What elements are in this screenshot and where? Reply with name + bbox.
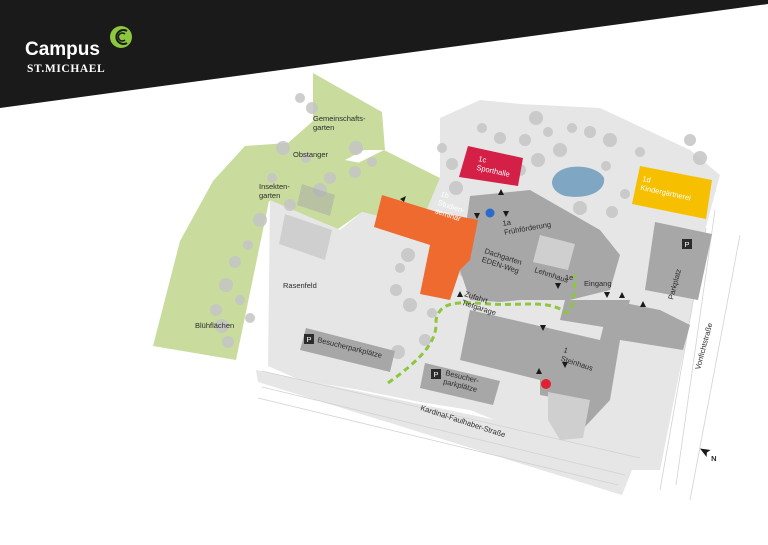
tree-icon (606, 206, 618, 218)
besucherparkplaetze-strip-1 (300, 328, 395, 372)
header-banner (0, 0, 768, 108)
north-arrow-icon: N (699, 448, 717, 463)
tree-icon (295, 93, 305, 103)
tree-icon (229, 256, 241, 268)
tree-icon (367, 157, 377, 167)
tree-icon (349, 141, 363, 155)
svg-text:N: N (711, 454, 716, 463)
green-path (387, 274, 577, 385)
svg-text:P: P (306, 335, 311, 344)
label-haus-1e: 1e (565, 273, 573, 282)
buildings (279, 184, 712, 440)
logo-subtitle: ST.MICHAEL (27, 63, 105, 75)
tree-icon (222, 336, 234, 348)
tree-icon (553, 143, 567, 157)
tree-icon (449, 181, 463, 195)
tree-icon (391, 345, 405, 359)
parking-sign-2: P (431, 369, 441, 379)
location-marker[interactable] (541, 379, 551, 389)
tree-icon (284, 199, 296, 211)
tree-icon (573, 201, 587, 215)
trees (210, 93, 707, 359)
tree-icon (419, 334, 431, 346)
campus-logo[interactable]: Campus ST.MICHAEL (25, 26, 132, 75)
kindergaertnerei-building[interactable] (632, 166, 712, 219)
tree-icon (276, 141, 290, 155)
sporthalle-building[interactable] (459, 146, 523, 186)
parkplatz-strip (645, 222, 712, 300)
svg-text:P: P (684, 240, 689, 249)
label-vonfichtstrasse: Vonfichtstraße (693, 322, 714, 371)
tree-icon (567, 123, 577, 133)
tree-icon (301, 153, 311, 163)
tree-icon (427, 308, 437, 318)
tree-icon (210, 304, 222, 316)
logo-title: Campus (25, 39, 100, 60)
tree-icon (477, 123, 487, 133)
tree-icon (401, 248, 415, 262)
tree-icon (446, 158, 458, 170)
studienseminar-building[interactable] (374, 195, 478, 300)
tree-icon (390, 284, 402, 296)
tree-icon (437, 143, 447, 153)
tree-icon (219, 278, 233, 292)
tree-icon (584, 126, 596, 138)
label-eingang: Eingang (584, 279, 612, 288)
pond (552, 166, 605, 197)
label-insektengarten: Insekten-garten (259, 182, 290, 200)
tree-icon (494, 132, 506, 144)
tree-icon (531, 153, 545, 167)
tree-icon (601, 161, 611, 171)
info-point-marker[interactable] (485, 208, 495, 218)
svg-text:P: P (433, 370, 438, 379)
label-obstanger: Obstanger (293, 150, 329, 159)
entrance-arrows (400, 189, 646, 374)
steinhaus-building (460, 300, 690, 430)
parking-sign-3: P (682, 239, 692, 249)
label-bluehflaechen: Blühflächen (195, 321, 234, 330)
parking-sign-1: P (304, 334, 314, 344)
tree-icon (306, 102, 318, 114)
tree-icon (684, 134, 696, 146)
tree-icon (267, 173, 277, 183)
tree-icon (215, 319, 229, 333)
label-gemeinschaftsgarten: Gemeinschafts-garten (313, 114, 366, 132)
tree-icon (635, 147, 645, 157)
tree-icon (395, 263, 405, 273)
tree-icon (403, 298, 417, 312)
tree-icon (603, 133, 617, 147)
tree-icon (543, 127, 553, 137)
tree-icon (243, 240, 253, 250)
c-swirl-icon (110, 26, 132, 48)
tree-icon (349, 166, 361, 178)
label-rasenfeld: Rasenfeld (283, 281, 317, 290)
tree-icon (620, 189, 630, 199)
tree-icon (324, 172, 336, 184)
tree-icon (245, 313, 255, 323)
tree-icon (529, 111, 543, 125)
tree-icon (519, 134, 531, 146)
tree-icon (235, 295, 245, 305)
tree-icon (693, 151, 707, 165)
tree-icon (253, 213, 267, 227)
